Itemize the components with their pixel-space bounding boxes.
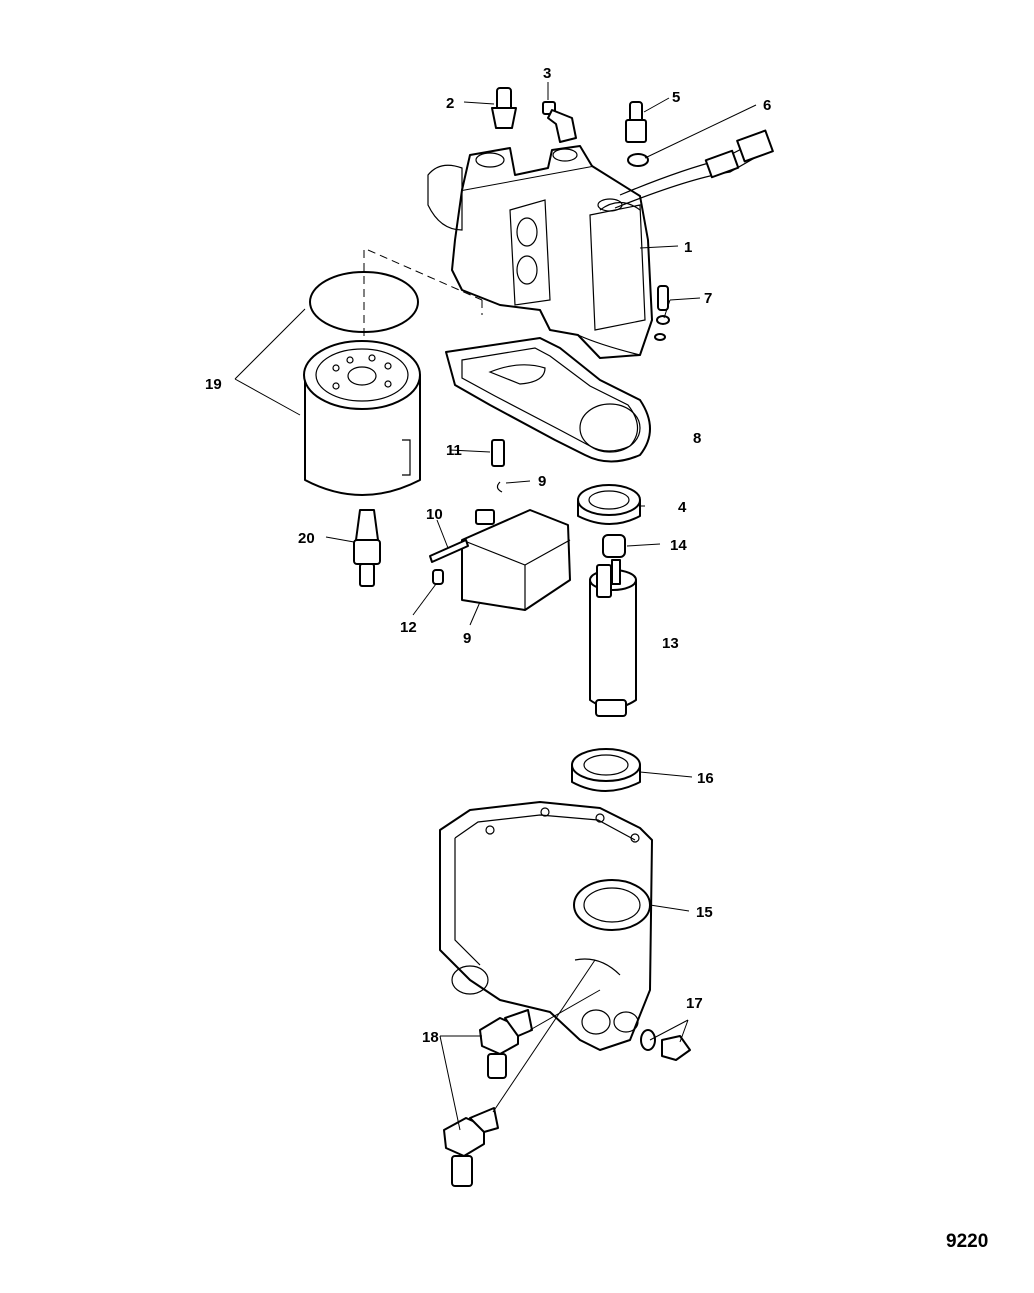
callout-12: 12	[400, 619, 417, 636]
callout-3: 3	[543, 65, 551, 82]
callout-9-bracket: 9	[463, 630, 471, 647]
part-16-grommet	[571, 748, 641, 792]
part-17-screw-oring	[640, 1029, 691, 1061]
part-14-filter-insert	[602, 534, 626, 558]
callout-19: 19	[205, 376, 222, 393]
part-3-elbow-fitting	[542, 101, 577, 143]
part-18-elbow-fitting-lower	[443, 1107, 499, 1187]
figure-number: 9220	[946, 1231, 988, 1252]
part-9-clip-small	[496, 481, 503, 493]
callout-8: 8	[693, 430, 701, 447]
assembly-line	[367, 249, 483, 315]
part-2-fitting	[491, 87, 517, 129]
callout-20: 20	[298, 530, 315, 547]
callout-1: 1	[684, 239, 692, 256]
part-8-gasket	[445, 337, 651, 463]
part-12-screw	[432, 569, 444, 585]
part-15-lower-housing	[439, 801, 653, 1051]
leader-lines	[234, 82, 757, 1131]
part-1-upper-housing	[427, 129, 774, 359]
callout-15: 15	[696, 904, 713, 921]
part-10-screw	[429, 539, 469, 563]
part-13-fuel-pump	[589, 559, 637, 717]
part-7-screw-washer	[654, 285, 670, 341]
callout-labels: 1 2 3 4 5 6 7 8 9 9 10 11 12 13 14 15 16…	[205, 65, 771, 1046]
callout-4: 4	[678, 499, 687, 516]
part-5-fitting	[625, 101, 647, 143]
callout-2: 2	[446, 95, 454, 112]
part-18-elbow-fitting-upper	[479, 1009, 533, 1079]
callout-14: 14	[670, 537, 687, 554]
part-11-sleeve	[491, 439, 505, 467]
callout-16: 16	[697, 770, 714, 787]
callout-11: 11	[446, 442, 462, 459]
callout-9-small: 9	[538, 473, 546, 490]
callout-7: 7	[704, 290, 712, 307]
part-4-grommet	[577, 484, 641, 525]
part-19-fuel-filter	[303, 340, 421, 496]
callout-18: 18	[422, 1029, 439, 1046]
part-9-bracket	[461, 509, 571, 611]
callout-5: 5	[672, 89, 680, 106]
callout-6: 6	[763, 97, 771, 114]
part-20-drain-plug	[353, 509, 381, 587]
callout-13: 13	[662, 635, 679, 652]
part-6-o-ring	[627, 153, 649, 167]
callout-17: 17	[686, 995, 703, 1012]
callout-10: 10	[426, 506, 443, 523]
